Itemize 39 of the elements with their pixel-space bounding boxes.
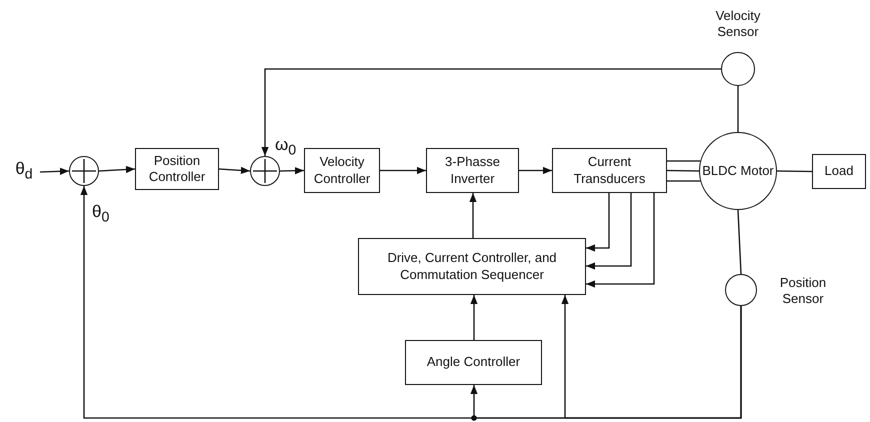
block-label: Drive, Current Controller, and Commutation Sequencer	[386, 250, 558, 283]
arrow	[586, 193, 610, 252]
arrow	[586, 193, 632, 270]
block-label: Position Controller	[148, 152, 206, 186]
connector-line	[737, 86, 739, 132]
arrow	[280, 167, 304, 174]
block-box	[405, 340, 542, 385]
block-label: Load	[824, 163, 854, 180]
block-label: Angle Controller	[426, 354, 520, 371]
sensor-label: Velocity Sensor	[714, 8, 762, 40]
arrow	[586, 193, 655, 288]
block-label: BLDC Motor	[702, 162, 774, 180]
block-box	[304, 148, 380, 193]
block-label: Current Transducers	[572, 154, 646, 187]
block-label: 3-Phasse Inverter	[444, 154, 501, 187]
connector-line	[777, 170, 812, 172]
input-signal-label: θ$_{d}$	[15, 158, 33, 184]
arrow	[519, 166, 552, 174]
sensor-label: Position Sensor	[778, 275, 828, 308]
connector-line	[737, 210, 742, 274]
block-box	[812, 154, 866, 189]
arrow	[470, 295, 478, 340]
arrow	[469, 193, 477, 238]
summing-junction	[250, 156, 280, 186]
block-box	[135, 148, 219, 190]
arrow	[98, 166, 136, 174]
summing-junction	[69, 156, 99, 186]
arrow	[380, 166, 426, 174]
arrow	[40, 168, 70, 175]
block-box	[358, 238, 586, 295]
connector-line	[666, 170, 700, 172]
arrow	[261, 68, 721, 156]
block-box	[426, 148, 519, 193]
connector-line	[667, 160, 700, 162]
connector-line	[667, 180, 700, 182]
arrow	[561, 295, 742, 419]
block-box	[552, 148, 667, 193]
arrow	[218, 166, 250, 174]
block-label: Velocity Controller	[312, 154, 372, 187]
